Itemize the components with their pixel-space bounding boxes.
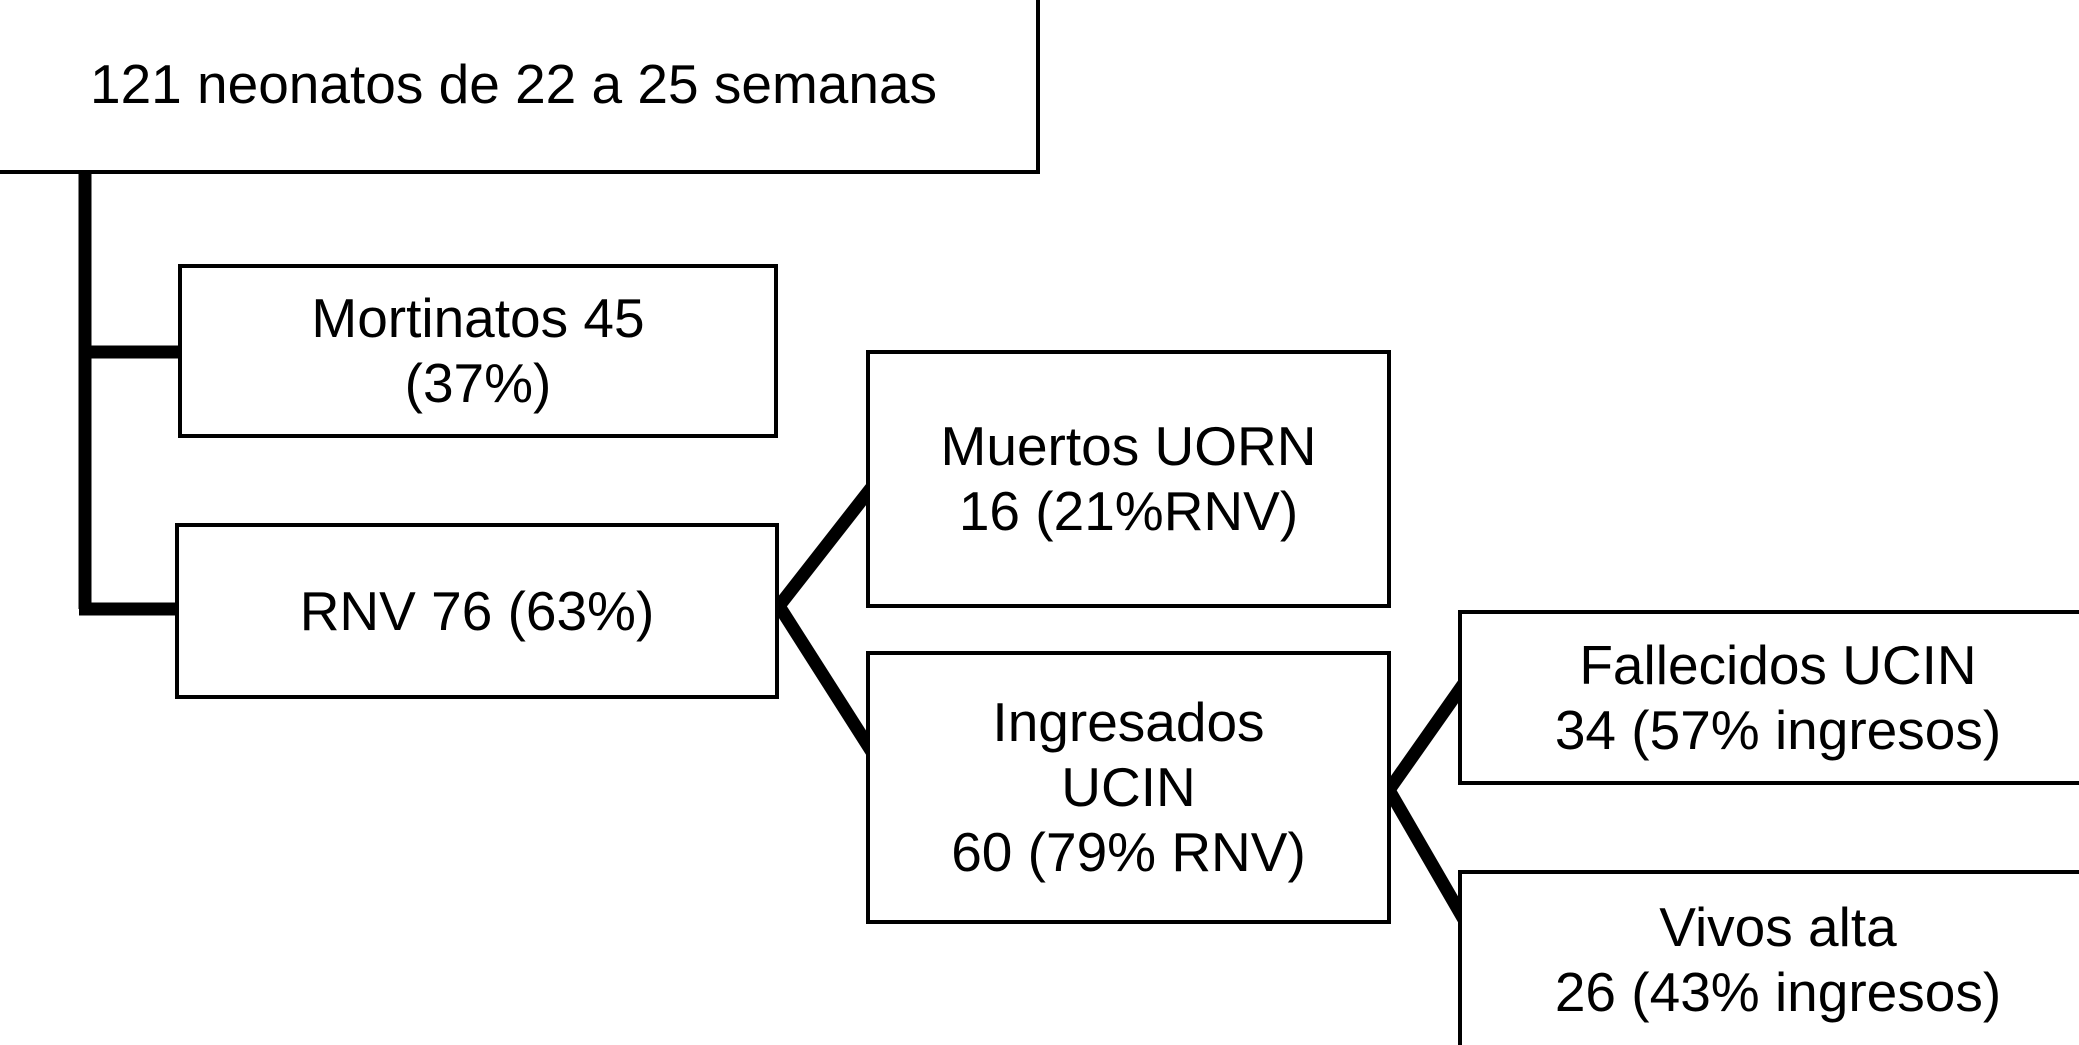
node-nicu-admissions[interactable]: Ingresados UCIN 60 (79% RNV) xyxy=(866,651,1391,924)
node-deaths-delivery-room-line-2: 16 (21%RNV) xyxy=(958,480,1299,542)
node-live-births-line-1: RNV 76 (63%) xyxy=(299,579,655,642)
node-stillbirths-line-2: (37%) xyxy=(404,352,552,414)
node-deaths-delivery-room[interactable]: Muertos UORN 16 (21%RNV) xyxy=(866,350,1391,608)
node-nicu-deaths-line-1: Fallecidos UCIN xyxy=(1579,633,1977,696)
node-discharged-alive-line-1: Vivos alta xyxy=(1659,896,1897,959)
node-deaths-delivery-room-line-1: Muertos UORN xyxy=(940,415,1317,478)
node-cohort-total[interactable]: 121 neonatos de 22 a 25 semanas xyxy=(0,0,1040,174)
node-nicu-admissions-line-1: Ingresados xyxy=(992,691,1265,754)
edge-rnv-to-ingresados xyxy=(773,602,878,756)
node-nicu-admissions-line-2: UCIN xyxy=(1061,756,1196,819)
node-nicu-admissions-line-3: 60 (79% RNV) xyxy=(951,820,1306,883)
node-nicu-deaths[interactable]: Fallecidos UCIN 34 (57% ingresos) xyxy=(1458,610,2079,785)
node-discharged-alive-line-2: 26 (43% ingresos) xyxy=(1554,961,2002,1023)
node-discharged-alive[interactable]: Vivos alta 26 (43% ingresos) xyxy=(1458,870,2079,1045)
edge-rnv-to-muertos xyxy=(773,482,878,611)
node-nicu-deaths-line-2: 34 (57% ingresos) xyxy=(1554,698,2002,761)
node-stillbirths[interactable]: Mortinatos 45 (37%) xyxy=(178,264,778,438)
node-stillbirths-line-1: Mortinatos 45 xyxy=(311,287,645,350)
node-live-births[interactable]: RNV 76 (63%) xyxy=(175,523,779,699)
node-cohort-total-line-1: 121 neonatos de 22 a 25 semanas xyxy=(90,52,938,115)
